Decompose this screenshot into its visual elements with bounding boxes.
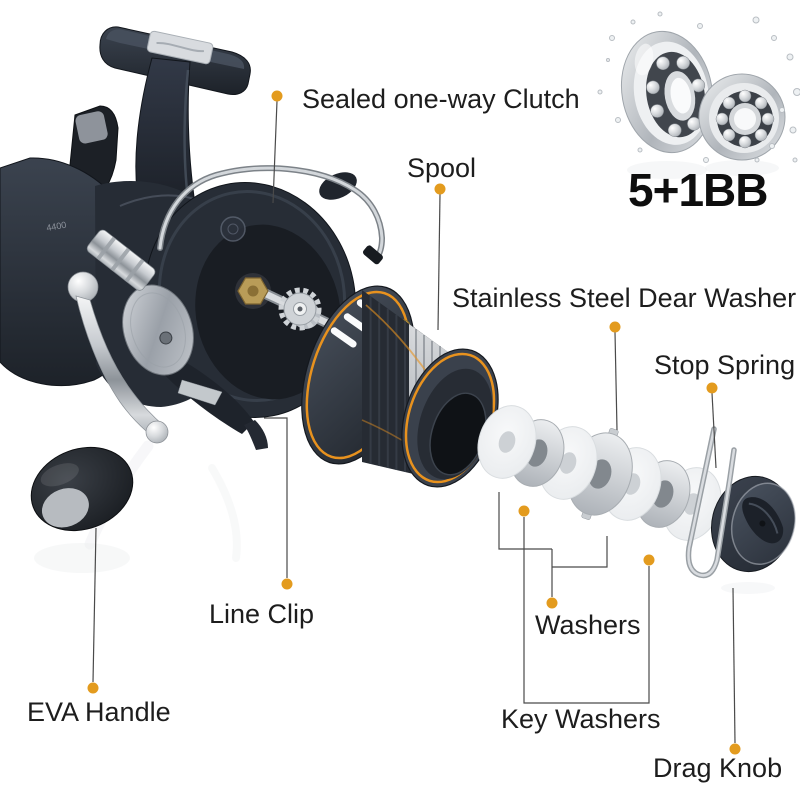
rotor-emblem [220, 216, 246, 242]
callout-lines [92, 100, 736, 744]
rotor-arm-lower [160, 352, 268, 450]
label-stop-spring: Stop Spring [654, 350, 796, 380]
label-eva-handle: EVA Handle [27, 697, 171, 727]
label-spool: Spool [407, 153, 477, 183]
callout-dots [87, 90, 741, 755]
bearing-left [620, 30, 714, 154]
eva-knob [30, 446, 134, 532]
label-washers: Washers [535, 610, 641, 640]
label-stainless-steel-dear-washer: Stainless Steel Dear Washer [452, 283, 797, 313]
plate-screw [159, 331, 173, 345]
label-line-clip: Line Clip [209, 599, 315, 629]
crank-handle [30, 229, 169, 532]
spool [301, 285, 499, 488]
drag-knob-part [710, 475, 796, 573]
model-number: 4400 [46, 220, 67, 233]
gear-teeth [278, 287, 322, 331]
label-sealed-one-way-clutch: Sealed one-way Clutch [302, 84, 580, 114]
bearing-count-badge: 5+1BB [628, 164, 768, 216]
bail-wire [157, 165, 386, 265]
label-key-washers: Key Washers [501, 704, 661, 734]
drag-washer-stack [477, 405, 722, 541]
ball-bearings [597, 11, 800, 163]
water-droplets [597, 11, 800, 163]
stop-spring-part [685, 426, 737, 579]
label-drag-knob: Drag Knob [653, 753, 783, 783]
side-plate [122, 284, 194, 376]
bearing-right [698, 73, 786, 161]
